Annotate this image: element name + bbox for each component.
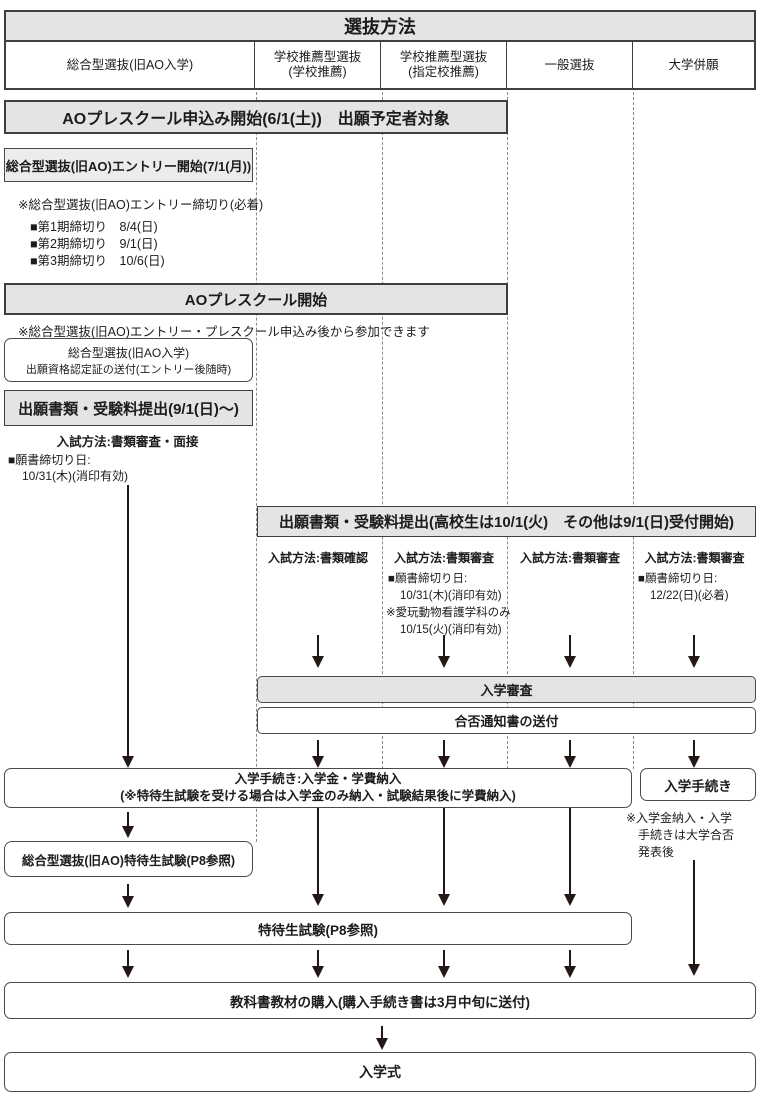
arrow-down (375, 1026, 389, 1050)
arrow-down (121, 485, 135, 768)
arrow-down (437, 808, 451, 906)
enrollment-procedure-box: 入学手続き:入学金・学費納入 (※特待生試験を受ける場合は入学金のみ納入・試験結… (4, 768, 632, 808)
arrow-down (311, 808, 325, 906)
column-header-general: 一般選抜 (507, 42, 633, 88)
ao-certification-line2: 出願資格認定証の送付(エントリー後随時) (25, 363, 232, 376)
arrow-down (437, 950, 451, 978)
column-divider-dashed-line (633, 92, 634, 769)
column-header-school-recommendation: 学校推薦型選抜 (学校推薦) (255, 42, 381, 88)
col3-exam-method: 入試方法:書類審査 (394, 551, 494, 565)
arrow-down (563, 635, 577, 668)
arrow-down (563, 740, 577, 768)
ao-preschool-note: ※総合型選抜(旧AO)エントリー・プレスクール申込み後から参加できます (18, 325, 430, 339)
ao-entry-deadline-1: ■第1期締切り 8/4(日) (30, 220, 158, 234)
entrance-screening-box: 入学審査 (257, 676, 756, 703)
column-divider-dashed-line (255, 92, 257, 842)
column-header-ao: 総合型選抜(旧AO入学) (6, 42, 255, 88)
ao-certification-box: 総合型選抜(旧AO入学) 出願資格認定証の送付(エントリー後随時) (4, 338, 253, 382)
col5-deadline-label: ■願書締切り日: (638, 573, 718, 585)
arrow-down (437, 740, 451, 768)
ao-entry-deadline-3: ■第3期締切り 10/6(日) (30, 254, 165, 268)
arrow-down (311, 635, 325, 668)
col4-exam-method: 入試方法:書類審査 (520, 551, 620, 565)
page-title: 選抜方法 (6, 12, 754, 42)
column-header-designated-school: 学校推薦型選抜 (指定校推薦) (381, 42, 507, 88)
ao-exam-method: 入試方法:書類審査・面接 (56, 435, 199, 449)
ao-deadline-date: 10/31(木)(消印有効) (22, 469, 129, 483)
arrow-down (311, 950, 325, 978)
arrow-down (687, 860, 701, 976)
ao-docs-submit-box: 出願書類・受験料提出(9/1(日)～) (4, 390, 253, 426)
col2-exam-method: 入試方法:書類確認 (268, 551, 368, 565)
ao-entry-deadline-2: ■第2期締切り 9/1(日) (30, 237, 158, 251)
enrollment-procedure-line1: 入学手続き:入学金・学費納入 (234, 772, 402, 786)
column-divider-dashed-line (381, 92, 383, 769)
arrow-down (121, 884, 135, 908)
arrow-down (563, 950, 577, 978)
col3-deadline-label: ■願書締切り日: (388, 573, 468, 585)
entrance-ceremony-box: 入学式 (4, 1052, 756, 1092)
textbooks-purchase-box: 教科書教材の購入(購入手続き書は3月中旬に送付) (4, 982, 756, 1019)
arrow-down (311, 740, 325, 768)
col3-deadline-date: 10/31(木)(消印有効) (400, 590, 502, 602)
column-divider-dashed-line (507, 92, 508, 769)
col5-deadline-date: 12/22(日)(必着) (650, 590, 729, 602)
selection-methods-header-table: 選抜方法 総合型選抜(旧AO入学) 学校推薦型選抜 (学校推薦) 学校推薦型選抜… (4, 10, 756, 90)
ao-certification-line1: 総合型選抜(旧AO入学) (67, 345, 190, 360)
arrow-down (687, 740, 701, 768)
ao-deadline-label: ■願書締切り日: (8, 453, 91, 467)
arrow-down (121, 812, 135, 838)
col5-exam-method: 入試方法:書類審査 (644, 551, 745, 565)
col3-note-date: 10/15(火)(消印有効) (400, 624, 502, 636)
enrollment-procedure-line2: (※特待生試験を受ける場合は入学金のみ納入・試験結果後に学費納入) (120, 789, 516, 803)
ao-scholarship-exam-box: 総合型選抜(旧AO)特待生試験(P8参照) (4, 841, 253, 877)
enrollment-procedure-col5-note: ※入学金納入・入学 手続きは大学合否 発表後 (626, 811, 735, 859)
col3-note: ※愛玩動物看護学科のみ (386, 607, 511, 619)
enrollment-procedure-col5-box: 入学手続き (640, 768, 756, 801)
ao-entry-start-box: 総合型選抜(旧AO)エントリー開始(7/1(月)) (4, 148, 253, 182)
ao-entry-deadline-list: ■第1期締切り 8/4(日) ■第2期締切り 9/1(日) ■第3期締切り 10… (30, 219, 165, 270)
ao-preschool-start-bar: AOプレスクール開始 (4, 283, 508, 315)
arrow-down (121, 950, 135, 978)
column-header-concurrent: 大学併願 (668, 57, 719, 72)
result-notice-box: 合否通知書の送付 (257, 707, 756, 734)
arrow-down (687, 635, 701, 668)
ao-preschool-apply-bar: AOプレスクール申込み開始(6/1(土)) 出願予定者対象 (4, 100, 508, 134)
ao-entry-deadline-heading: ※総合型選抜(旧AO)エントリー締切り(必着) (18, 198, 264, 212)
scholarship-exam-box: 特待生試験(P8参照) (4, 912, 632, 945)
arrow-down (437, 635, 451, 668)
others-docs-submit-bar: 出願書類・受験料提出(高校生は10/1(火) その他は9/1(日)受付開始) (257, 506, 756, 537)
arrow-down (563, 808, 577, 906)
